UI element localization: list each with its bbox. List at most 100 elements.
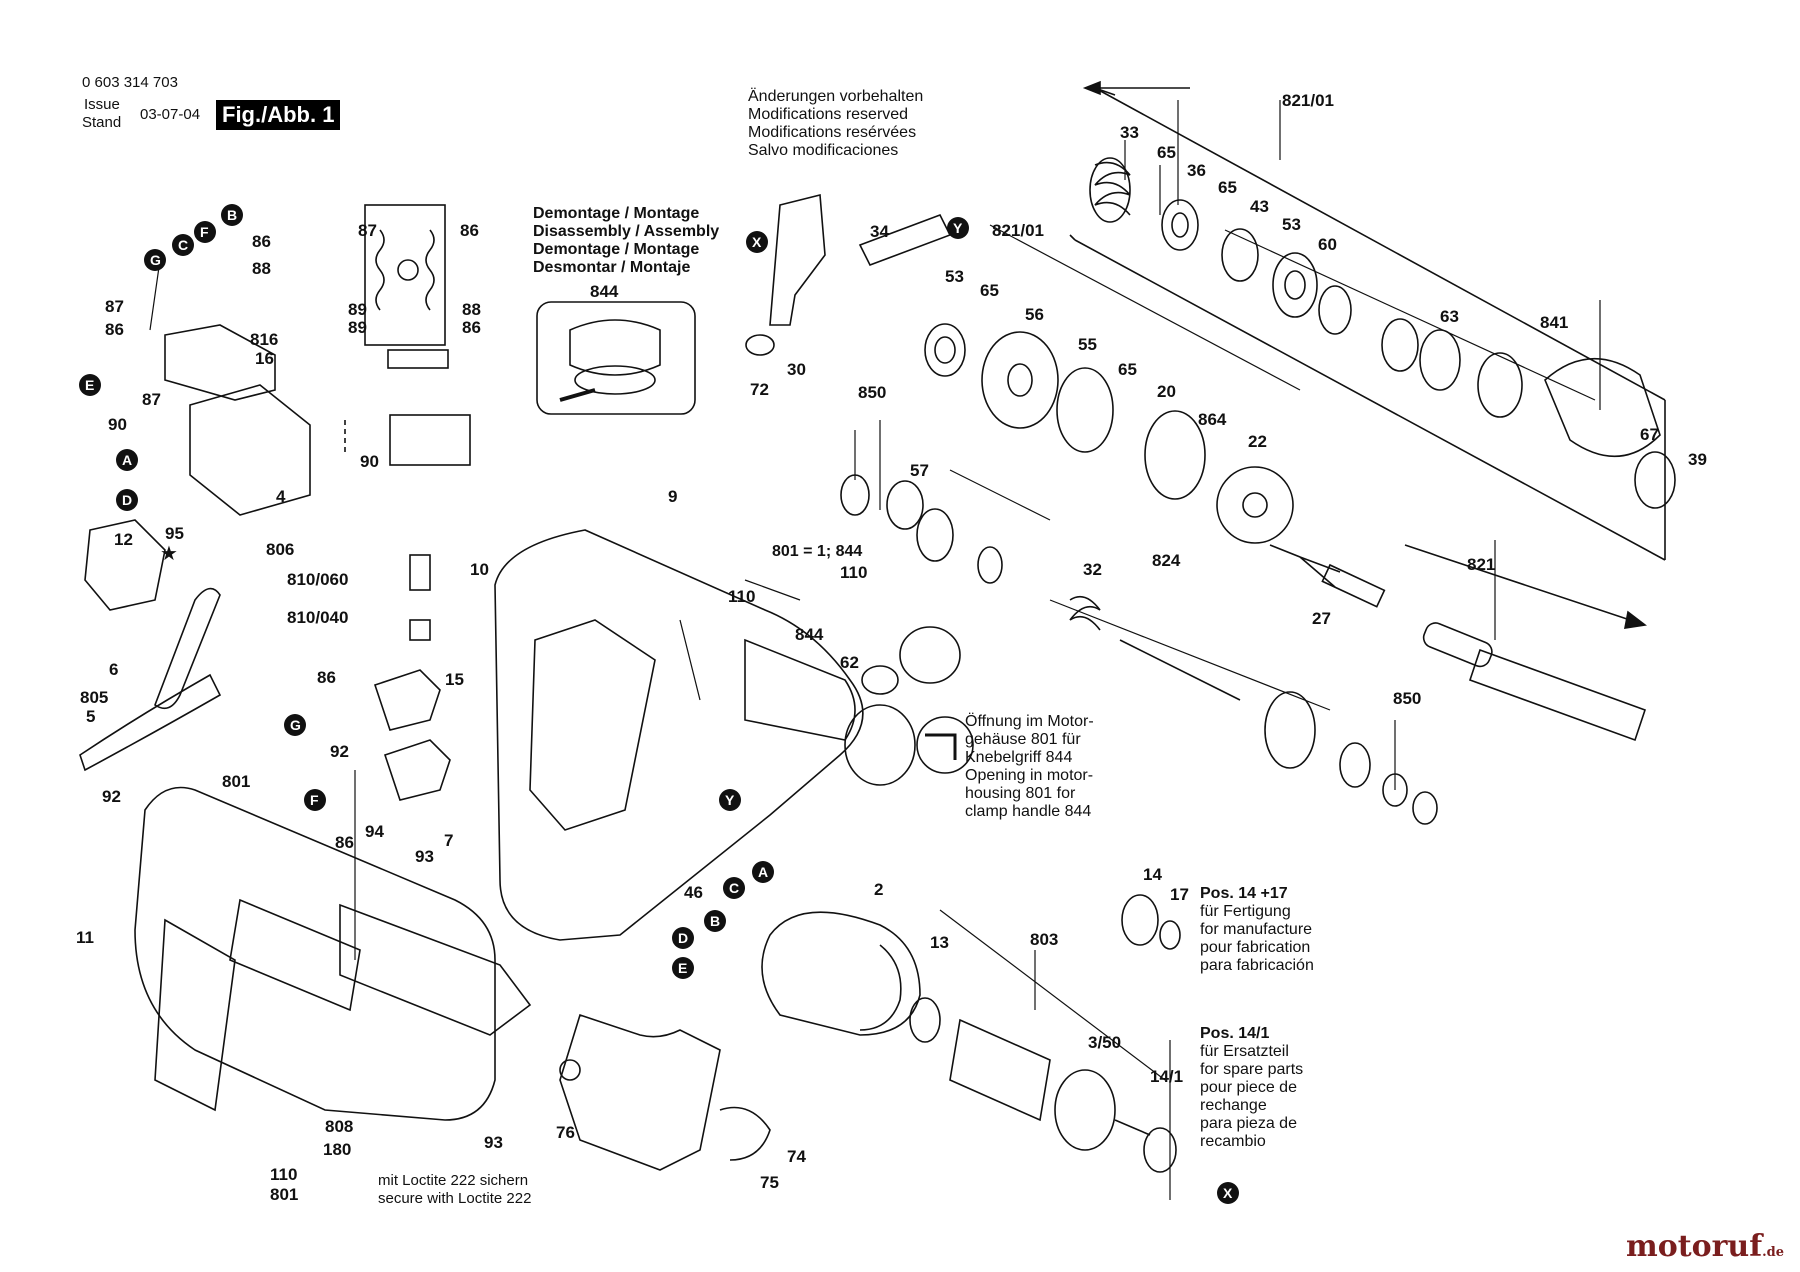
callout: 801 xyxy=(270,1185,298,1204)
callout: 86 xyxy=(460,221,479,240)
callout: 75 xyxy=(760,1173,779,1192)
callout: 14 xyxy=(1143,865,1162,884)
callout: 821/01 xyxy=(1282,91,1334,110)
callout: 88 xyxy=(462,300,481,319)
callout: 15 xyxy=(445,670,464,689)
callout: 9 xyxy=(668,487,677,506)
callout: 53 xyxy=(945,267,964,286)
stator xyxy=(761,911,921,1036)
callout: 110 xyxy=(270,1165,297,1184)
callout: 13 xyxy=(930,933,949,952)
issue-label: Issue xyxy=(84,96,120,113)
callout: 86 xyxy=(335,833,354,852)
callout: 92 xyxy=(102,787,121,806)
callout: 92 xyxy=(330,742,349,761)
callout: 5 xyxy=(86,707,95,726)
callout: 65 xyxy=(980,281,999,300)
callout: 88 xyxy=(252,259,271,278)
svg-text:C: C xyxy=(729,880,739,896)
callout: 65 xyxy=(1218,178,1237,197)
star-icon: ★ xyxy=(160,543,178,565)
callout: 86 xyxy=(252,232,271,251)
callout: 16 xyxy=(255,349,274,368)
top-arrow xyxy=(1082,80,1190,96)
callout: 11 xyxy=(76,928,94,947)
svg-text:G: G xyxy=(150,252,161,268)
svg-text:D: D xyxy=(678,930,688,946)
callout: 810/040 xyxy=(287,608,348,627)
clamp-handle-parts xyxy=(745,193,974,774)
svg-text:Y: Y xyxy=(953,220,963,236)
callout: 7 xyxy=(444,831,453,850)
callout: 864 xyxy=(1198,410,1227,429)
callout: 62 xyxy=(840,653,859,672)
callout: 87 xyxy=(105,297,124,316)
spindle-parts-top xyxy=(1089,157,1676,509)
callout: 810/060 xyxy=(287,570,348,589)
callout: 808 xyxy=(325,1117,353,1136)
callout: 30 xyxy=(787,360,806,379)
callout: 87 xyxy=(142,390,161,409)
callout: 43 xyxy=(1250,197,1269,216)
callout: 4 xyxy=(276,487,286,506)
callout: 821/01 xyxy=(992,221,1044,240)
gear-parts-middle xyxy=(840,323,1647,825)
callout: 93 xyxy=(484,1133,503,1152)
callout: 55 xyxy=(1078,335,1097,354)
callout: 844 xyxy=(795,625,824,644)
callout: 110 xyxy=(840,563,867,582)
callout: 46 xyxy=(684,883,703,902)
callout: 27 xyxy=(1312,609,1331,628)
svg-text:A: A xyxy=(122,452,132,468)
svg-text:F: F xyxy=(310,792,319,808)
gear-train-frame xyxy=(1069,87,1666,561)
svg-text:F: F xyxy=(200,224,209,240)
callout: 87 xyxy=(358,221,377,240)
callout: 180 xyxy=(323,1140,351,1159)
svg-text:D: D xyxy=(122,492,132,508)
callout: 63 xyxy=(1440,307,1459,326)
svg-text:Y: Y xyxy=(725,792,735,808)
callout: 65 xyxy=(1118,360,1137,379)
callout: 90 xyxy=(108,415,127,434)
assembly-ref: 801 = 1; 844 xyxy=(772,543,863,560)
callout: 850 xyxy=(858,383,886,402)
callout: 36 xyxy=(1187,161,1206,180)
callout: 94 xyxy=(365,822,384,841)
svg-text:X: X xyxy=(1223,1185,1233,1201)
callout: 803 xyxy=(1030,930,1058,949)
callout: 2 xyxy=(874,880,883,899)
callout: 74 xyxy=(787,1147,806,1166)
letter-markers: B F C G E A D G F Y X Y A C B D E X xyxy=(79,204,1239,1204)
callout: 821 xyxy=(1467,555,1495,574)
callout: 53 xyxy=(1282,215,1301,234)
leader-lines xyxy=(149,100,1601,1200)
callout: 86 xyxy=(462,318,481,337)
callout: 65 xyxy=(1157,143,1176,162)
callout: 32 xyxy=(1083,560,1102,579)
callout: 3/50 xyxy=(1088,1033,1121,1052)
callout: 844 xyxy=(590,282,619,301)
motoruf-logo: motoruf.de xyxy=(1625,1229,1784,1264)
callout-labels: 86 88 87 86 816 16 90 87 95 12 806 6 805… xyxy=(76,91,1707,1204)
svg-text:E: E xyxy=(85,377,94,393)
wiring-diagram xyxy=(344,204,471,466)
svg-text:C: C xyxy=(178,237,188,253)
callout: 33 xyxy=(1120,123,1139,142)
armature xyxy=(909,894,1181,1173)
callout: 20 xyxy=(1157,382,1176,401)
callout: 14/1 xyxy=(1150,1067,1183,1086)
callout: 39 xyxy=(1688,450,1707,469)
stand-label: Stand xyxy=(82,114,122,131)
part-number: 0 603 314 703 xyxy=(82,74,178,91)
callout: 60 xyxy=(1318,235,1337,254)
callout: 816 xyxy=(250,330,278,349)
svg-text:G: G xyxy=(290,717,301,733)
